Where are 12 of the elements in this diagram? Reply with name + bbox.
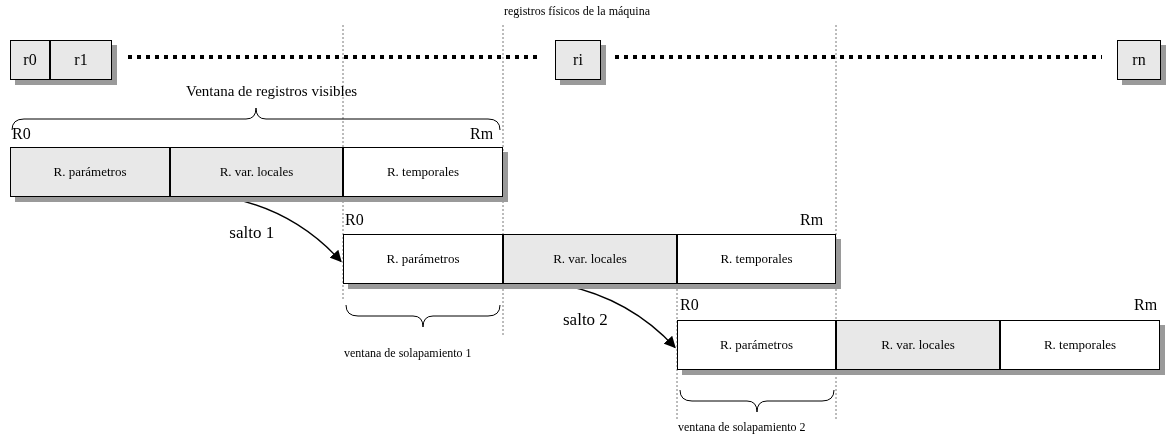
register-index-label: Rm	[800, 211, 824, 229]
brace-label: ventana de solapamiento 1	[344, 346, 472, 361]
register-index-label: Rm	[1134, 296, 1158, 314]
edge-label: salto 1	[229, 222, 275, 243]
brace-label: Ventana de registros visibles	[186, 83, 358, 100]
edge-label: salto 2	[563, 309, 608, 330]
brace-label: ventana de solapamiento 2	[678, 420, 806, 435]
register-index-label: R0	[345, 211, 364, 229]
heading-label: registros físicos de la máquina	[504, 4, 650, 19]
register-index-label: Rm	[470, 125, 494, 143]
register-index-label: R0	[680, 296, 699, 314]
register-index-label: R0	[12, 125, 31, 143]
